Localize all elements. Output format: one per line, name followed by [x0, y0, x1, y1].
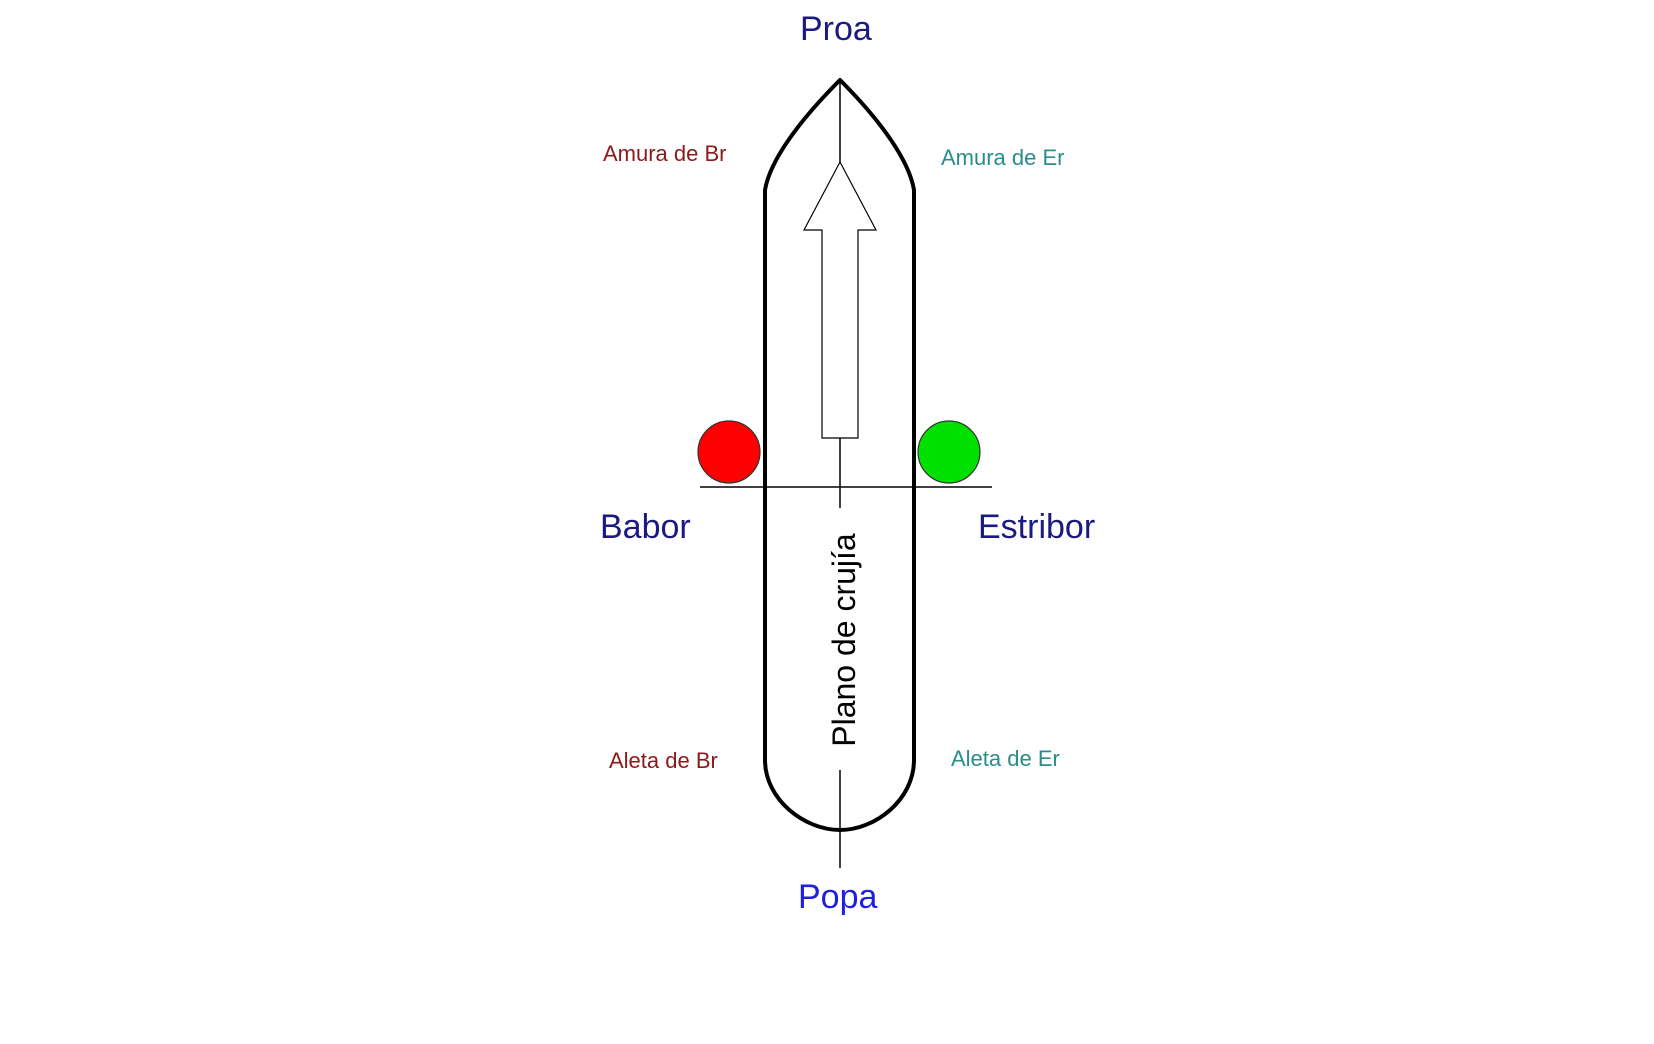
- port-bow-label: Amura de Br: [603, 141, 727, 166]
- starboard-label: Estribor: [978, 508, 1096, 546]
- starboard-bow-label: Amura de Er: [941, 145, 1065, 170]
- stern-label: Popa: [798, 878, 878, 916]
- port-label: Babor: [600, 508, 691, 546]
- centerline-label: Plano de crujía: [826, 533, 862, 747]
- starboard-quarter-label: Aleta de Er: [951, 746, 1060, 771]
- port-light-red-circle-icon: [697, 420, 761, 484]
- up-arrow-icon: [803, 160, 877, 439]
- starboard-light-green-circle-icon: [917, 420, 981, 484]
- bow-label: Proa: [800, 10, 872, 48]
- port-quarter-label: Aleta de Br: [609, 748, 718, 773]
